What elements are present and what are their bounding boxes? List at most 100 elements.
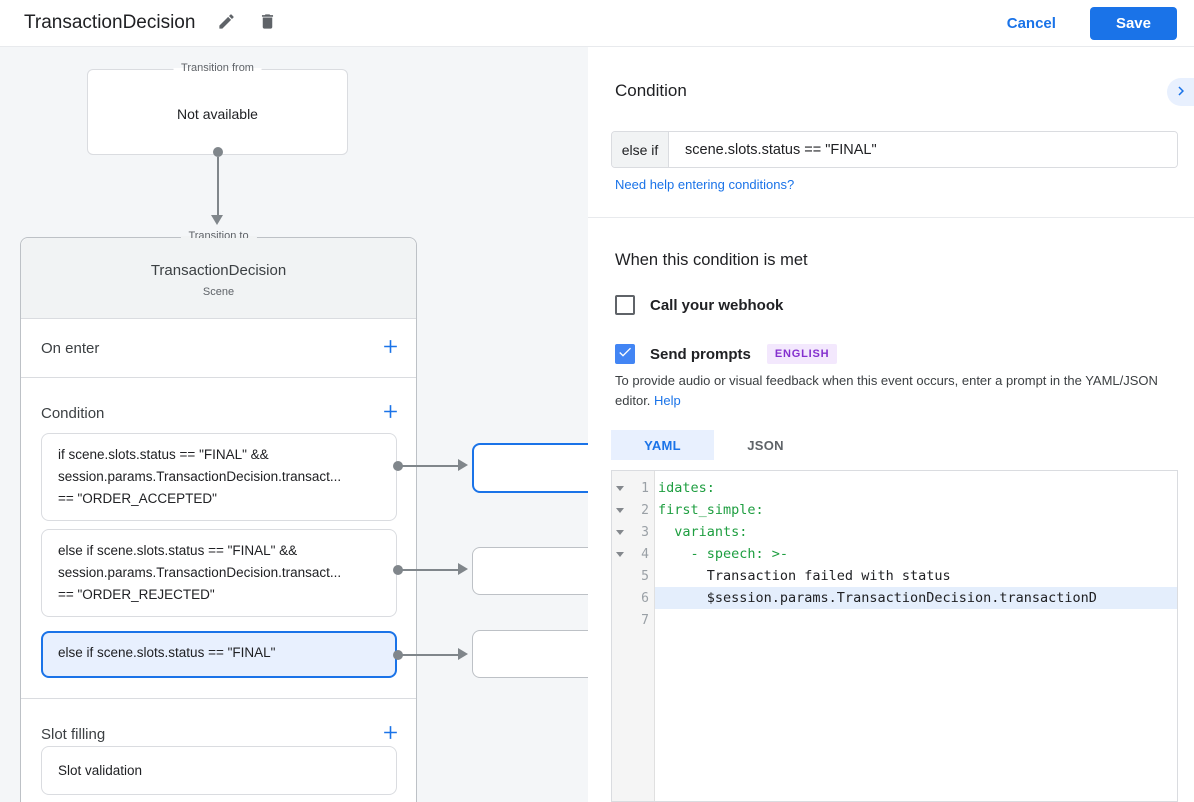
scene-header: TransactionDecision Scene	[21, 238, 416, 319]
transition-target-node-selected[interactable]	[472, 443, 588, 493]
condition-text-line: else if scene.slots.status == "FINAL" &&	[58, 543, 298, 558]
condition-text-line: == "ORDER_ACCEPTED"	[58, 491, 217, 506]
transition-target-node[interactable]	[472, 630, 588, 678]
condition-met-heading: When this condition is met	[615, 251, 808, 269]
add-slot-button[interactable]	[381, 723, 400, 745]
slot-filling-row: Slot filling	[21, 714, 416, 754]
prompts-option-row: Send prompts ENGLISH	[615, 344, 838, 364]
check-icon	[617, 344, 633, 365]
line-number: 4	[641, 546, 649, 562]
fold-arrow-icon[interactable]	[612, 551, 628, 557]
on-enter-label: On enter	[41, 339, 100, 357]
panel-title: Condition	[615, 81, 687, 100]
chevron-right-icon	[1172, 82, 1190, 103]
tab-json[interactable]: JSON	[747, 437, 784, 453]
add-on-enter-button[interactable]	[381, 337, 400, 359]
connector-dot	[393, 565, 403, 575]
condition-card-final-selected[interactable]: else if scene.slots.status == "FINAL"	[41, 631, 397, 678]
line-number: 6	[641, 590, 649, 606]
condition-card-accepted[interactable]: if scene.slots.status == "FINAL" && sess…	[41, 433, 397, 521]
pencil-icon	[217, 12, 236, 34]
collapse-panel-button[interactable]	[1167, 78, 1194, 106]
condition-text-line: if scene.slots.status == "FINAL" &&	[58, 447, 269, 462]
condition-section-label: Condition	[41, 404, 105, 422]
fold-arrow-icon[interactable]	[612, 485, 628, 491]
call-webhook-checkbox[interactable]	[615, 295, 635, 315]
on-enter-row: On enter	[21, 319, 416, 378]
condition-prefix-label: else if	[612, 132, 669, 167]
arrow-down-icon	[211, 215, 223, 225]
condition-editor-panel: Condition else if Need help entering con…	[588, 47, 1194, 802]
line-number: 5	[641, 568, 649, 584]
top-bar: TransactionDecision Cancel Save	[0, 0, 1194, 47]
scene-flow-canvas: Transition from Not available Transition…	[0, 47, 588, 802]
line-number: 3	[641, 524, 649, 540]
page-title: TransactionDecision	[24, 12, 196, 33]
save-button[interactable]: Save	[1089, 6, 1177, 40]
transition-to-node[interactable]: Transition to TransactionDecision Scene …	[20, 230, 417, 802]
connector-dot	[393, 461, 403, 471]
plus-icon	[381, 723, 400, 745]
slot-filling-label: Slot filling	[41, 725, 106, 743]
line-number: 2	[641, 502, 649, 518]
prompt-helper-body: To provide audio or visual feedback when…	[615, 373, 1158, 408]
connector-dot	[213, 147, 223, 157]
editor-format-tabs: YAML JSON	[611, 430, 817, 460]
transition-from-node[interactable]: Transition from Not available	[87, 62, 348, 155]
call-webhook-label: Call your webhook	[650, 296, 784, 314]
send-prompts-checkbox[interactable]	[615, 344, 635, 364]
webhook-option-row: Call your webhook	[615, 295, 783, 315]
editor-code-area[interactable]: idates: first_simple: variants: - speech…	[655, 471, 1177, 801]
condition-text-line: session.params.TransactionDecision.trans…	[58, 469, 342, 484]
plus-icon	[381, 402, 400, 424]
language-badge: ENGLISH	[766, 344, 838, 364]
condition-expression-row: else if	[611, 131, 1178, 168]
delete-button[interactable]	[258, 12, 277, 34]
slot-validation-card[interactable]: Slot validation	[41, 746, 397, 795]
edit-button[interactable]	[217, 12, 236, 34]
code-line: idates:	[658, 480, 715, 496]
condition-text-line: session.params.TransactionDecision.trans…	[58, 565, 342, 580]
condition-text-line: == "ORDER_REJECTED"	[58, 587, 215, 602]
connector-line	[400, 569, 458, 571]
code-line: first_simple:	[658, 502, 764, 518]
condition-card-rejected[interactable]: else if scene.slots.status == "FINAL" &&…	[41, 529, 397, 617]
code-line: - speech: >-	[658, 546, 789, 562]
plus-icon	[381, 337, 400, 359]
section-divider	[21, 698, 416, 699]
fold-arrow-icon[interactable]	[612, 529, 628, 535]
line-number: 7	[641, 612, 649, 628]
prompt-helper-text: To provide audio or visual feedback when…	[615, 371, 1177, 411]
scene-type-label: Scene	[202, 286, 235, 298]
code-line-active: $session.params.TransactionDecision.tran…	[655, 587, 1177, 609]
slot-validation-label: Slot validation	[58, 763, 143, 778]
transition-target-node[interactable]	[472, 547, 588, 595]
trash-icon	[258, 12, 277, 34]
line-number: 1	[641, 480, 649, 496]
transition-from-legend: Transition from	[173, 62, 262, 74]
arrow-right-icon	[458, 648, 468, 660]
arrow-right-icon	[458, 563, 468, 575]
tab-yaml[interactable]: YAML	[611, 430, 714, 460]
condition-help-link[interactable]: Need help entering conditions?	[615, 177, 795, 192]
panel-divider	[588, 217, 1194, 218]
condition-text-line: else if scene.slots.status == "FINAL"	[58, 645, 276, 660]
connector-line	[400, 465, 458, 467]
condition-section-row: Condition	[21, 393, 416, 433]
add-condition-button[interactable]	[381, 402, 400, 424]
connector-dot	[393, 650, 403, 660]
transition-from-content: Not available	[177, 106, 258, 122]
code-line: variants:	[658, 524, 748, 540]
code-line: Transaction failed with status	[658, 568, 951, 584]
fold-arrow-icon[interactable]	[612, 507, 628, 513]
arrow-right-icon	[458, 459, 468, 471]
send-prompts-label: Send prompts	[650, 345, 751, 363]
help-link[interactable]: Help	[654, 393, 681, 408]
editor-gutter: 1 2 3 4 5 6 7	[612, 471, 655, 801]
cancel-button[interactable]: Cancel	[1006, 14, 1056, 32]
connector-line	[217, 157, 219, 215]
yaml-code-editor[interactable]: 1 2 3 4 5 6 7 idates: first_simple: vari…	[611, 470, 1178, 802]
connector-line	[400, 654, 458, 656]
condition-expression-input[interactable]	[669, 132, 1177, 167]
scene-name: TransactionDecision	[150, 262, 287, 279]
